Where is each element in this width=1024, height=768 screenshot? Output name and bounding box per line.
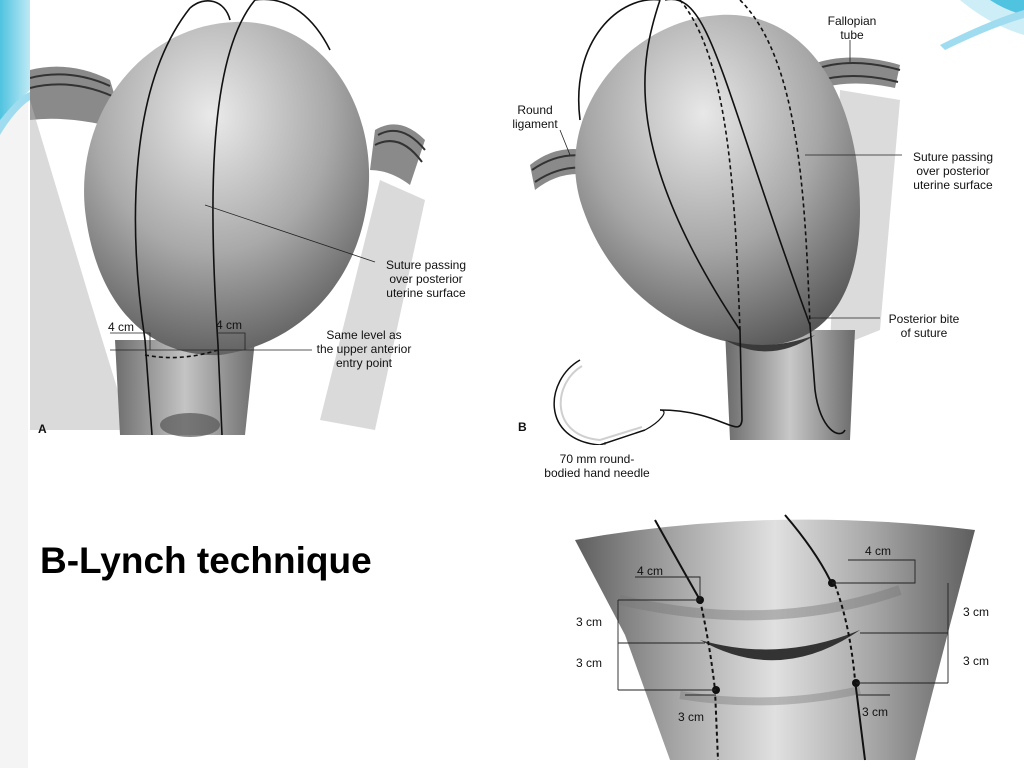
figure-b-illustration (530, 0, 902, 445)
label-c-bottom-right-3cm: 3 cm (862, 705, 889, 719)
incision-c (700, 630, 860, 661)
leader-lines-b (559, 40, 902, 445)
figure-c-illustration (575, 514, 975, 761)
label-c-bottom-left-3cm: 3 cm (678, 710, 705, 724)
label-c-left-upper-3cm: 3 cm (576, 615, 603, 629)
label-b-round-ligament: Round ligament (512, 103, 558, 131)
figure-a-illustration (30, 0, 426, 437)
incision-b (725, 335, 815, 352)
label-b-suture-posterior: Suture passing over posterior uterine su… (912, 150, 994, 192)
label-a-suture-posterior: Suture passing over posterior uterine su… (385, 258, 467, 300)
uterus-body-b (575, 14, 860, 346)
suture-c (654, 514, 866, 761)
label-a-right-4cm: 4 cm (216, 318, 243, 332)
label-c-left-lower-3cm: 3 cm (576, 656, 603, 670)
label-c-right-lower-3cm: 3 cm (963, 654, 990, 668)
lower-segment-c (575, 519, 975, 760)
slide-title: B-Lynch technique (40, 540, 372, 581)
top-left-swoosh (0, 0, 30, 768)
label-c-top-right-4cm: 4 cm (865, 544, 892, 558)
suture-a (134, 0, 331, 436)
figure-a-letter: A (38, 422, 47, 436)
measurement-lines-c (617, 559, 949, 696)
leader-lines-a (110, 204, 376, 351)
label-a-same-level: Same level as the upper anterior entry p… (316, 328, 412, 370)
uterus-body-a (84, 21, 370, 356)
label-b-posterior-bite: Posterior bite of suture (888, 312, 960, 340)
label-a-left-4cm: 4 cm (108, 320, 135, 334)
suture-b (577, 0, 846, 435)
label-b-fallopian-tube: Fallopian tube (827, 14, 877, 42)
needle-b (553, 359, 665, 445)
label-c-right-upper-3cm: 3 cm (963, 605, 990, 619)
top-right-swoosh (940, 0, 1024, 50)
uterus-neck-b (725, 330, 855, 440)
label-b-needle: 70 mm round- bodied hand needle (544, 452, 650, 480)
figure-b-letter: B (518, 420, 527, 434)
label-c-top-left-4cm: 4 cm (637, 564, 664, 578)
broad-ligament-right (320, 124, 426, 430)
